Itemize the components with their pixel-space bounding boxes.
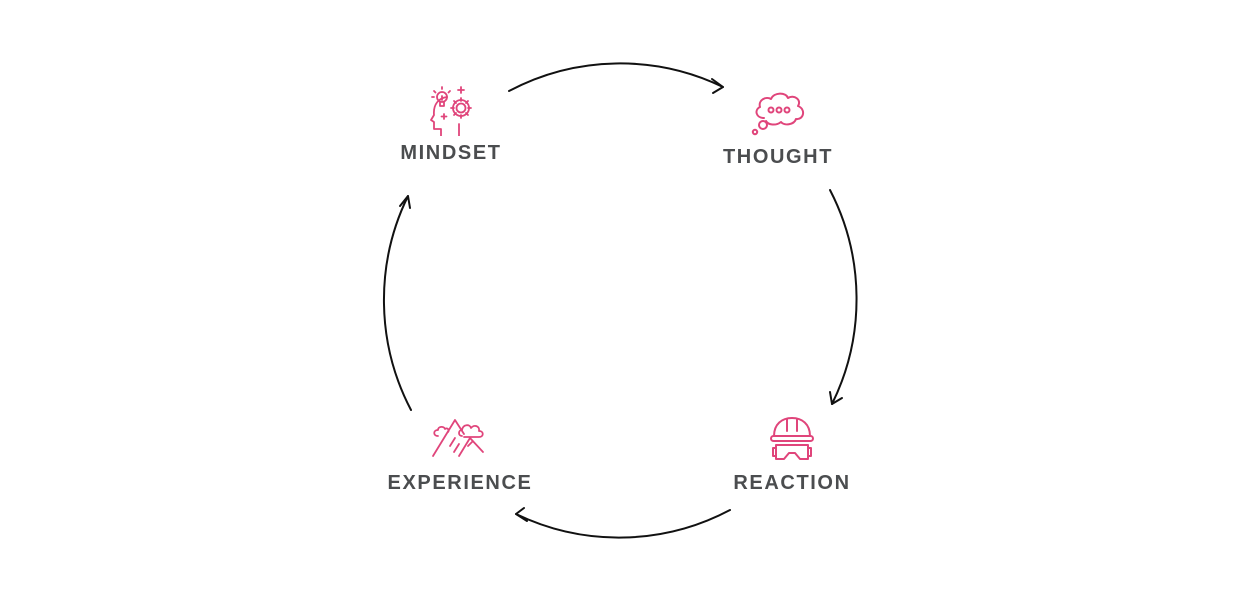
arrowhead-thought [711, 78, 724, 94]
node-label-reaction: REACTION [733, 472, 851, 494]
arrowhead-mindset [399, 195, 411, 209]
node-thought: THOUGHT [711, 88, 845, 169]
node-label-mindset: MINDSET [400, 142, 502, 164]
node-label-experience: EXPERIENCE [387, 472, 533, 494]
head-lightbulb-gear-icon [430, 86, 472, 136]
node-mindset: MINDSET [391, 84, 511, 165]
arrow-experience-to-mindset [382, 195, 412, 411]
arrowhead-experience [515, 507, 528, 522]
node-experience: EXPERIENCE [380, 414, 540, 495]
arrow-mindset-to-thought [508, 62, 724, 92]
arrow-thought-to-reaction [829, 189, 858, 405]
mountains-clouds-icon [432, 419, 484, 457]
hard-hat-goggles-icon [770, 417, 814, 460]
arrow-reaction-to-experience [515, 509, 731, 539]
thought-bubble-icon [751, 92, 804, 136]
node-reaction: REACTION [726, 414, 858, 495]
arrowhead-reaction [829, 391, 843, 405]
node-label-thought: THOUGHT [722, 146, 834, 168]
